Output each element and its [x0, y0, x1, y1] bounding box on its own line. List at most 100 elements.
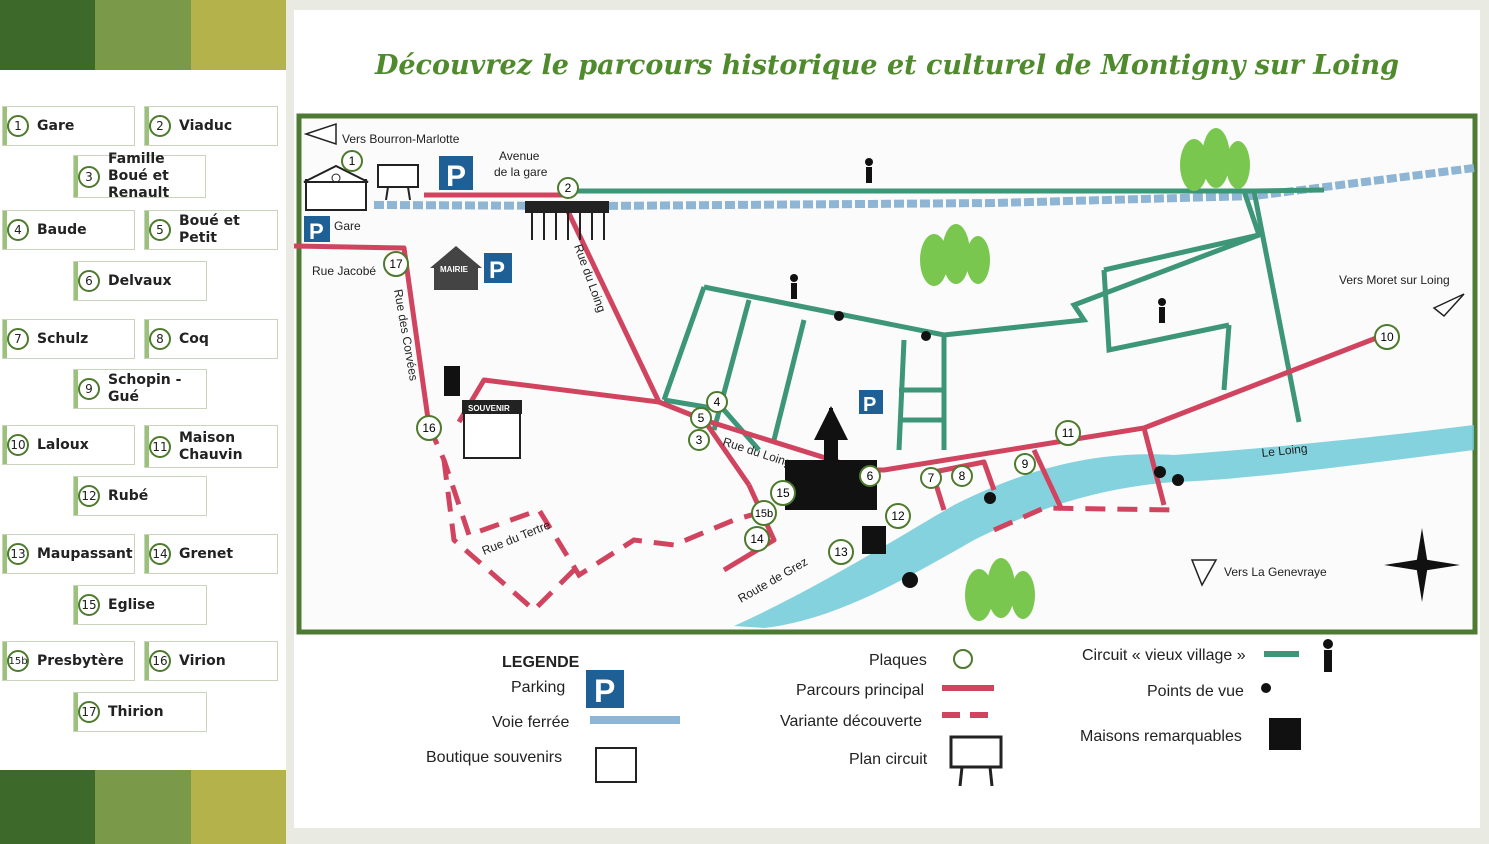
plaque-marker[interactable]: 8: [951, 465, 973, 487]
map-label-bourron: Vers Bourron-Marlotte: [342, 132, 460, 146]
plaque-number: 7: [7, 328, 29, 350]
plaque-marker[interactable]: 14: [744, 526, 770, 552]
decorative-color-band-bottom: [0, 770, 286, 844]
legend-parking: Parking: [511, 679, 565, 696]
plaque-number: 16: [149, 650, 171, 672]
legend-shop: Boutique souvenirs: [426, 749, 562, 766]
svg-text:7: 7: [928, 471, 935, 485]
parking-icon: P: [859, 390, 883, 416]
svg-text:3: 3: [696, 433, 703, 447]
compass-icon: [1384, 528, 1460, 602]
plaque-marker[interactable]: 7: [920, 467, 942, 489]
map-panel: Découvrez le parcours historique et cult…: [294, 10, 1480, 828]
viaduct-icon: [525, 201, 609, 240]
list-item[interactable]: 7 Schulz: [2, 319, 135, 359]
viewpoint-icon: [921, 331, 931, 341]
parking-icon: [586, 670, 624, 708]
plaque-label: Maupassant: [37, 545, 133, 562]
map-label-gare: Gare: [334, 219, 361, 233]
plaque-marker[interactable]: 5: [690, 407, 712, 429]
hiker-icon: [1323, 639, 1333, 672]
map-label-genevraye: Vers La Genevraye: [1224, 565, 1327, 579]
plaque-marker[interactable]: 10: [1374, 324, 1400, 350]
plaque-marker[interactable]: 15: [770, 480, 796, 506]
parking-icon: P: [484, 253, 512, 284]
plaque-marker[interactable]: 6: [859, 465, 881, 487]
plaque-label: Laloux: [37, 436, 89, 453]
legend-main-route: Parcours principal: [796, 682, 924, 699]
railway-legend-icon: [590, 716, 680, 724]
legend-railway: Voie ferrée: [492, 714, 569, 731]
train-station-icon: [303, 164, 369, 211]
svg-text:P: P: [489, 257, 505, 284]
plaque-label: Grenet: [179, 545, 234, 562]
plaque-label: Thirion: [108, 703, 164, 720]
svg-text:16: 16: [422, 421, 436, 435]
plaque-marker[interactable]: 13: [828, 539, 854, 565]
plaque-marker[interactable]: 16: [416, 415, 442, 441]
svg-text:15: 15: [776, 486, 790, 500]
plaque-number: 4: [7, 219, 29, 241]
page-title: Découvrez le parcours historique et cult…: [374, 50, 1400, 81]
plaque-label: Rubé: [108, 487, 149, 504]
map-canvas: Le Loing: [294, 113, 1478, 787]
svg-text:17: 17: [389, 257, 403, 271]
plaque-marker[interactable]: 1: [341, 150, 363, 172]
legend-houses: Maisons remarquables: [1080, 728, 1242, 745]
map-label-avenue: Avenue: [499, 149, 540, 163]
viewpoint-icon: [819, 311, 859, 340]
list-item[interactable]: 4 Baude: [2, 210, 135, 250]
legend-old-village: Circuit « vieux village »: [1082, 647, 1246, 664]
legend-plaques: Plaques: [869, 652, 927, 669]
plaque-number: 5: [149, 219, 171, 241]
plaque-number: 3: [78, 165, 100, 188]
plaque-marker[interactable]: 3: [688, 429, 710, 451]
plaque-number: 6: [78, 270, 100, 292]
plaque-marker[interactable]: 9: [1014, 453, 1036, 475]
plaque-marker[interactable]: 11: [1055, 420, 1081, 446]
map-label-avenue-2: de la gare: [494, 165, 548, 179]
direction-arrow-icon: [303, 122, 337, 146]
plaque-label: Baude: [37, 221, 87, 238]
plaque-label: Schulz: [37, 330, 89, 347]
trees-icon: [920, 224, 990, 286]
viewpoint-icon: [984, 492, 996, 504]
svg-text:5: 5: [698, 411, 705, 425]
svg-text:SOUVENIR: SOUVENIR: [468, 404, 510, 413]
remarkable-house-icon: [862, 526, 886, 554]
svg-text:P: P: [863, 394, 876, 416]
plaque-label: Coq: [179, 330, 209, 347]
plaque-marker[interactable]: 12: [885, 503, 911, 529]
plaque-number: 15b: [7, 650, 29, 672]
plaque-marker[interactable]: 4: [706, 391, 728, 413]
river-loing: [734, 425, 1474, 628]
plaque-number: 17: [78, 701, 100, 723]
tower-icon: [444, 366, 460, 396]
plaque-marker[interactable]: 15b: [751, 500, 777, 526]
plaque-label: Eglise: [108, 596, 156, 613]
list-item[interactable]: 17 Thirion: [73, 692, 207, 732]
town-hall-icon: MAIRIE: [430, 246, 482, 290]
plaque-marker[interactable]: 17: [383, 251, 409, 277]
hiker-icon: [1158, 298, 1166, 323]
church-icon: [785, 406, 877, 510]
legend-plan: Plan circuit: [849, 751, 928, 768]
legend-title: LEGENDE: [502, 654, 580, 671]
plaque-marker[interactable]: 2: [557, 177, 579, 199]
